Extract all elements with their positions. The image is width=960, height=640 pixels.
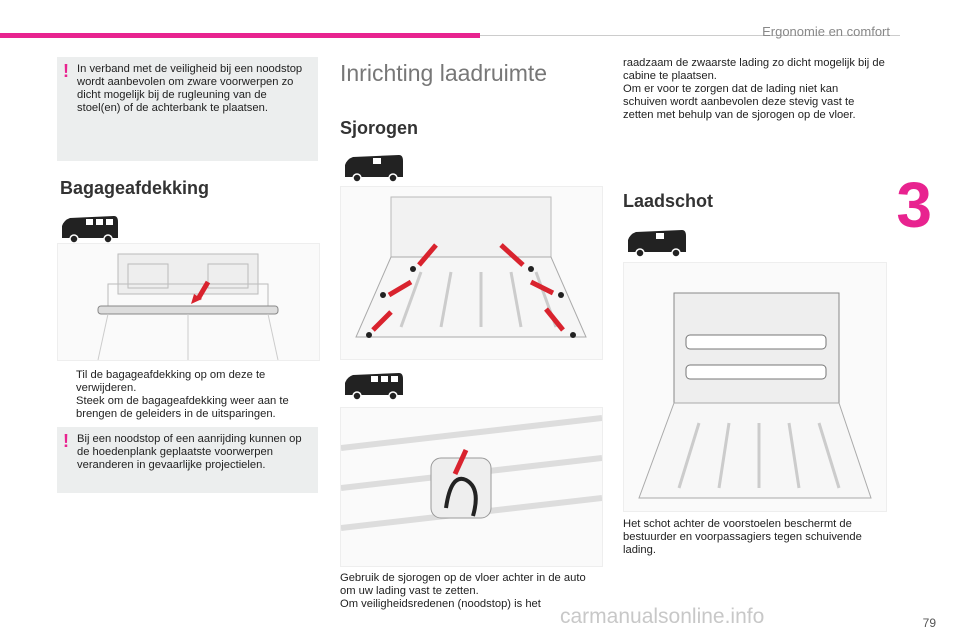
van-cargo-icon [626,226,688,258]
arrow-icon [371,243,565,332]
continued-text: raadzaam de zwaarste lading zo dicht mog… [623,57,885,121]
warning-box-bagage: ! Bij een noodstop of een aanrijding kun… [57,427,318,493]
laadschot-heading: Laadschot [623,191,714,211]
sjorogen-heading: Sjorogen [340,118,419,138]
bagage-heading: Bagageafdekking [60,178,210,198]
list-item: Steek om de bagageafdekking weer aan te … [76,395,289,420]
section-title: Ergonomie en comfort [762,24,890,39]
header-divider [480,35,900,36]
warning-icon: ! [63,431,69,451]
laadschot-text: Het schot achter de voorstoelen bescherm… [623,518,862,556]
page-number: 79 [922,616,936,630]
bagage-bullets: Til de bagageafdekking op om deze te ver… [60,369,316,421]
warning-text: In verband met de veiligheid bij een noo… [77,63,303,114]
arrow-icon [452,448,469,476]
watermark: carmanualsonline.info [560,605,765,628]
warning-text: Bij een noodstop of een aanrijding kunne… [77,433,302,471]
bulkhead-illustration [623,262,887,512]
warning-icon: ! [63,61,69,81]
sjorogen-caption: Gebruik de sjorogen op de vloer achter i… [340,572,586,610]
chapter-number: 3 [896,169,932,241]
list-item: Til de bagageafdekking op om deze te ver… [76,369,266,394]
header-accent-bar [0,33,480,38]
floor-ring-illustration [340,407,603,567]
van-cargo-icon [343,151,405,183]
van-bus-icon [343,369,405,401]
cargo-floor-illustration [340,186,603,360]
van-bus-icon [60,212,120,244]
warning-box-top: ! In verband met de veiligheid bij een n… [57,57,318,161]
luggage-cover-illustration [57,243,320,361]
page-title: Inrichting laadruimte [340,60,548,86]
